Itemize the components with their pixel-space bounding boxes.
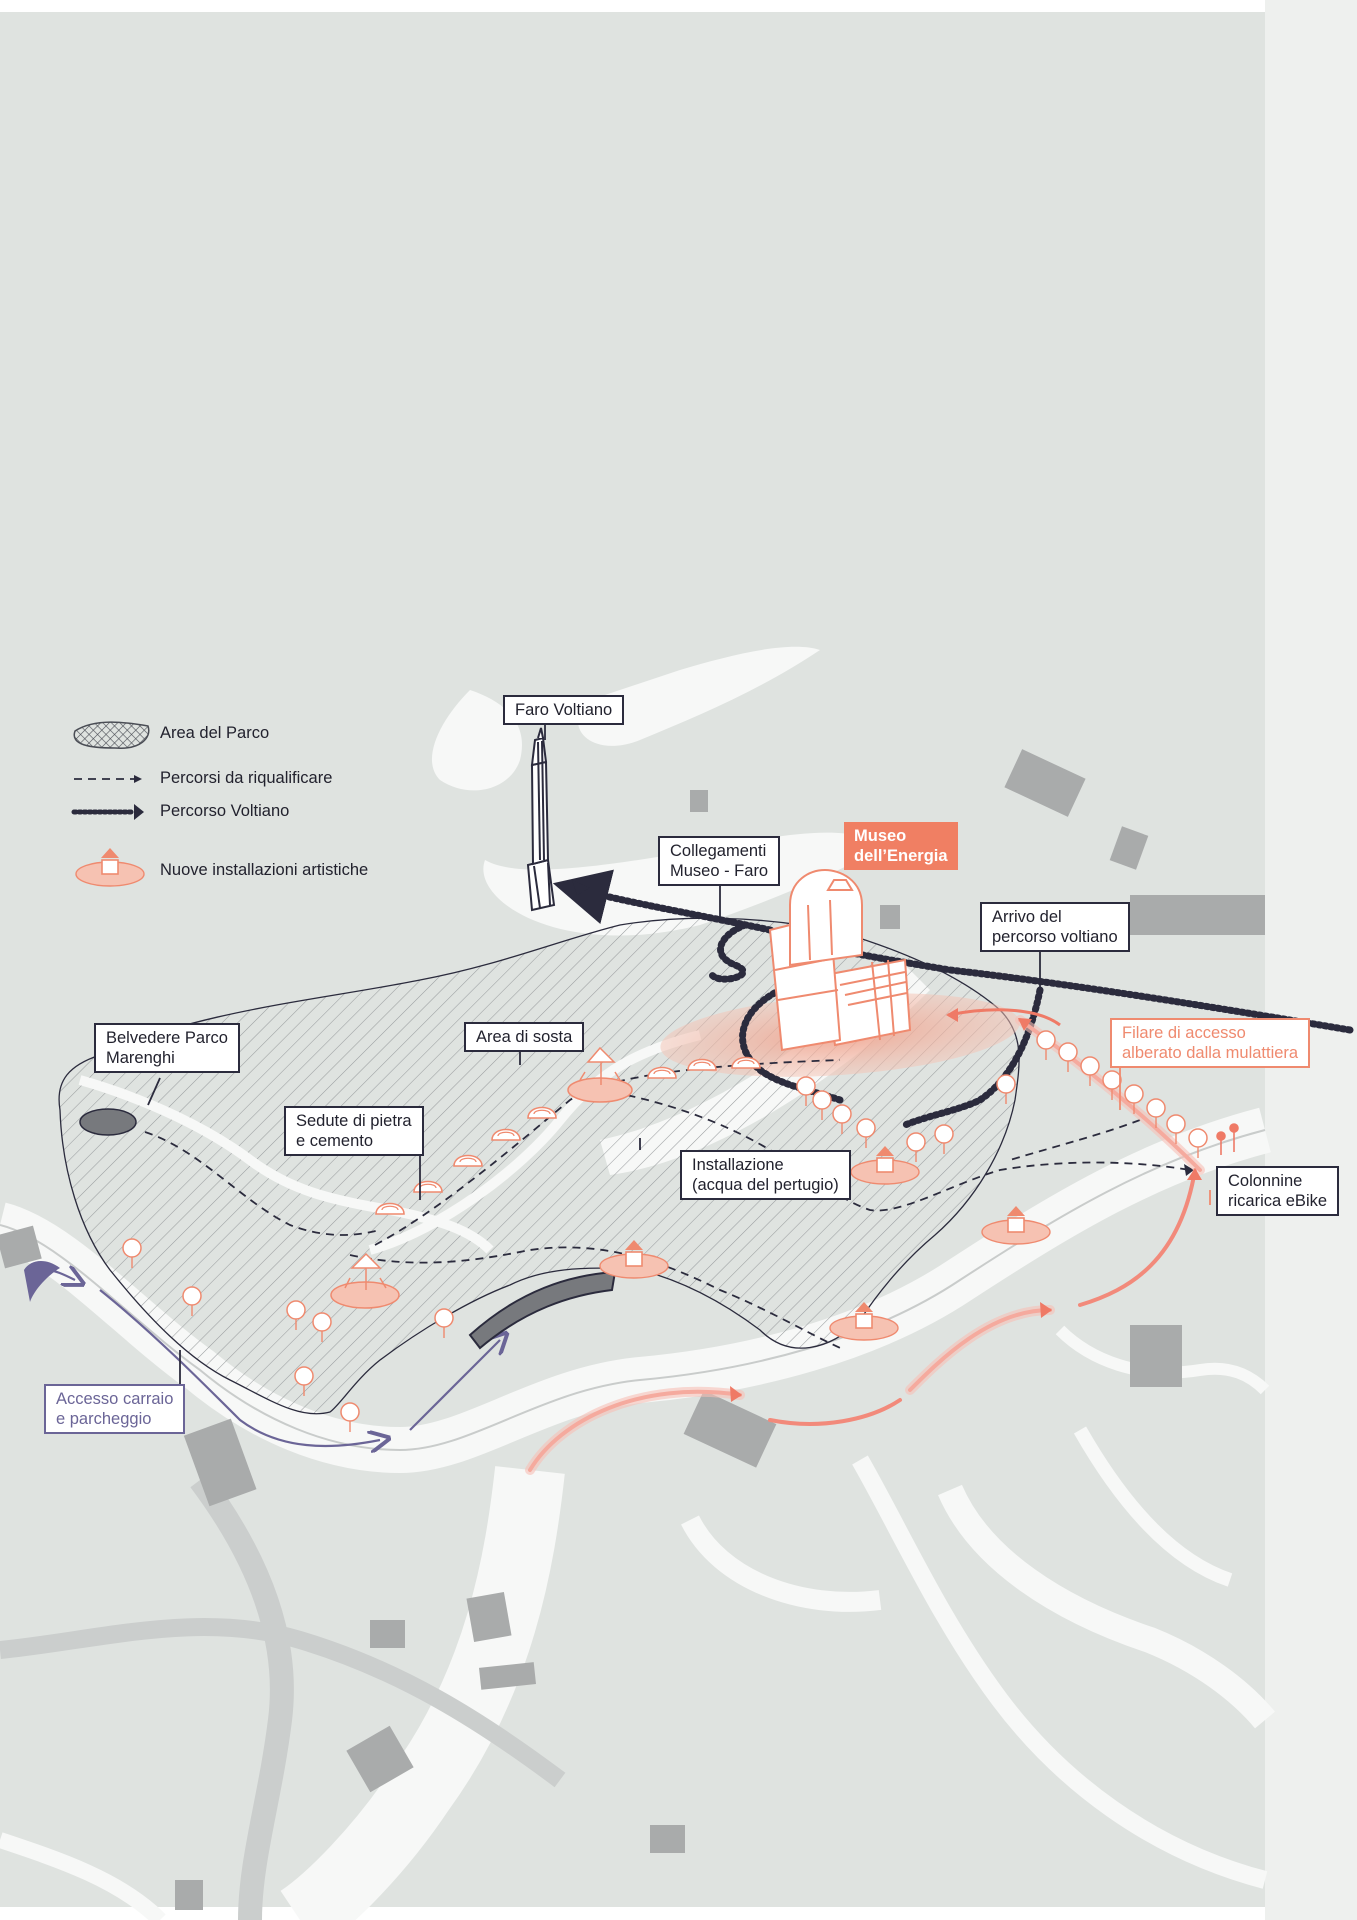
legend-paths-label: Percorsi da riqualificare: [160, 769, 333, 787]
label-colonnine: Colonnine ricarica eBike: [1216, 1166, 1340, 1216]
legend-dashed-icon: [74, 775, 142, 783]
museum-building-icon: [768, 868, 912, 1052]
ebike-charger-icon: [1216, 1123, 1239, 1155]
paths-to-requalify: [144, 1059, 1191, 1351]
legend-park-icon: [73, 721, 150, 749]
label-belvedere: Belvedere Parco Marenghi: [94, 1023, 240, 1073]
label-sedute: Sedute di pietra e cemento: [284, 1106, 424, 1156]
label-arrivo-percorso: Arrivo del percorso voltiano: [980, 902, 1130, 952]
label-filare-accesso: Filare di accesso alberato dalla mulatti…: [1110, 1018, 1311, 1068]
belvedere-marker: [79, 1108, 137, 1136]
label-museo-energia: Museo dell’Energia: [844, 822, 958, 870]
legend-voltian-label: Percorso Voltiano: [160, 802, 290, 820]
label-installazione: Installazione (acqua del pertugio): [680, 1150, 851, 1200]
legend: [71, 721, 150, 887]
legend-installations-label: Nuove installazioni artistiche: [160, 861, 369, 879]
tower-icon: [526, 727, 556, 912]
label-accesso-carraio: Accesso carraio e parcheggio: [44, 1384, 186, 1434]
legend-park-label: Area del Parco: [160, 724, 270, 742]
legend-voltian-icon: [71, 804, 144, 820]
label-faro-voltiano: Faro Voltiano: [503, 695, 625, 725]
label-collegamenti: Collegamenti Museo - Faro: [658, 836, 781, 886]
label-area-sosta: Area di sosta: [464, 1022, 585, 1052]
